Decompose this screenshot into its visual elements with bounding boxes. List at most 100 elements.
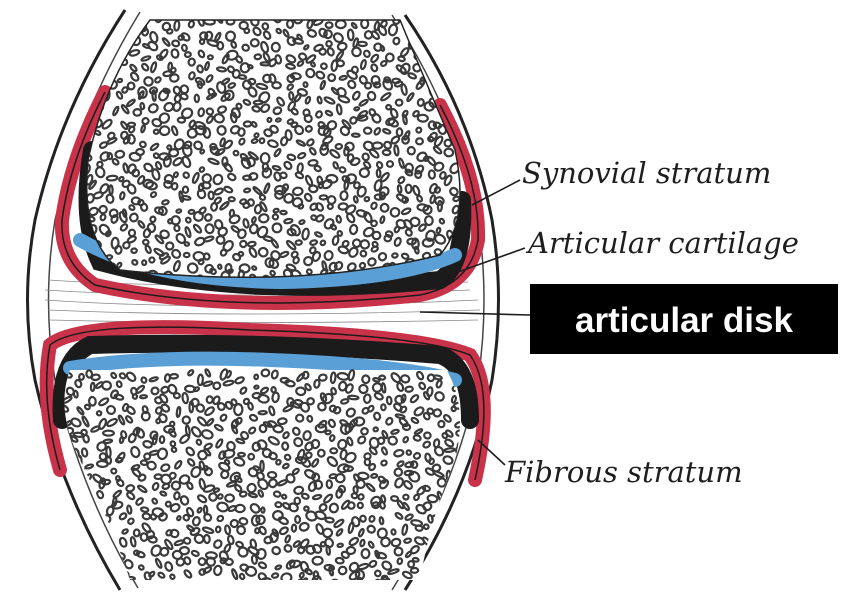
bone-texture-cell xyxy=(69,551,77,561)
bone-texture-cell xyxy=(98,533,106,541)
bone-texture-cell xyxy=(448,537,453,545)
bone-texture-cell xyxy=(63,493,69,503)
bone-texture-cell xyxy=(442,578,453,591)
bone-texture-cell xyxy=(162,586,168,593)
bone-texture-cell xyxy=(69,512,80,523)
bone-texture-cell xyxy=(471,514,481,522)
bone-texture-cell xyxy=(85,15,97,27)
bone-texture-cell xyxy=(467,539,475,549)
bone-texture-cell xyxy=(357,577,363,587)
bone-texture-cell xyxy=(374,579,382,588)
bone-texture-cell xyxy=(83,558,93,567)
bone-texture-cell xyxy=(462,63,467,68)
bone-texture-cell xyxy=(414,582,424,592)
bone-texture-cell xyxy=(69,536,80,545)
bone-texture-cell xyxy=(203,581,212,590)
bone-texture-cell xyxy=(457,92,470,105)
bone-texture-cell xyxy=(472,554,481,564)
bone-texture-cell xyxy=(91,572,100,581)
bone-texture-cell xyxy=(60,519,67,528)
bone-texture-cell xyxy=(72,526,85,537)
bone-texture-cell xyxy=(62,582,74,590)
bone-texture-cell xyxy=(96,577,104,587)
bone-texture-cell xyxy=(73,481,79,486)
bone-texture-cell xyxy=(438,26,448,33)
bone-texture-cell xyxy=(102,539,112,549)
bone-texture-cell xyxy=(447,529,458,541)
bone-texture-cell xyxy=(449,569,459,578)
bone-texture-cell xyxy=(442,62,449,67)
bone-texture-cell xyxy=(64,559,75,569)
bone-texture-cell xyxy=(459,578,470,587)
bone-texture-cell xyxy=(463,489,475,501)
bone-texture-cell xyxy=(437,45,445,51)
label-synovial-stratum: Synovial stratum xyxy=(522,156,771,190)
bone-texture-cell xyxy=(441,545,448,557)
bone-texture-cell xyxy=(193,582,203,590)
bone-texture-cell xyxy=(67,466,71,471)
bone-texture-cell xyxy=(72,579,84,591)
bone-texture-cell xyxy=(430,18,438,24)
bone-texture-cell xyxy=(109,551,118,562)
bone-texture-cell xyxy=(120,581,129,590)
bone-texture-cell xyxy=(435,16,441,22)
bone-texture-cell xyxy=(346,586,353,592)
bone-texture-cell xyxy=(454,559,466,568)
bone-texture-cell xyxy=(420,582,432,594)
bone-texture-cell xyxy=(88,582,97,593)
bone-texture-cell xyxy=(444,70,453,78)
bone-texture-cell xyxy=(93,30,103,40)
bone-texture-cell xyxy=(270,583,277,592)
bone-texture-cell xyxy=(67,574,73,579)
label-articular-cartilage: Articular cartilage xyxy=(525,226,799,260)
bone-texture-cell xyxy=(84,539,92,546)
bone-texture-cell xyxy=(73,569,77,573)
bone-texture-cell xyxy=(83,550,89,557)
bone-texture-cell xyxy=(235,580,248,592)
bone-texture-cell xyxy=(282,586,291,592)
upper-bone xyxy=(80,13,480,295)
bone-texture-cell xyxy=(262,578,271,584)
bone-texture-cell xyxy=(456,523,464,529)
bone-texture-cell xyxy=(452,85,458,91)
bone-texture-cell xyxy=(443,549,454,559)
bone-texture-cell xyxy=(438,561,445,569)
bone-texture-cell xyxy=(150,584,157,592)
bone-texture-cell xyxy=(449,59,460,68)
bone-texture-cell xyxy=(92,561,104,571)
bone-texture-cell xyxy=(433,581,441,590)
bone-texture-cell xyxy=(67,524,71,532)
bone-texture-cell xyxy=(417,17,426,25)
bone-texture-cell xyxy=(461,511,468,520)
bone-texture-cell xyxy=(115,27,125,34)
bone-texture-cell xyxy=(457,540,466,549)
label-fibrous-stratum: Fibrous stratum xyxy=(504,455,743,489)
bone-texture-cell xyxy=(227,584,233,591)
bone-texture-cell xyxy=(125,584,135,595)
bone-texture-cell xyxy=(464,104,470,110)
bone-texture-cell xyxy=(472,572,477,577)
bone-texture-cell xyxy=(469,529,479,538)
bone-texture-cell xyxy=(213,582,224,586)
bone-texture-cell xyxy=(426,30,437,37)
bone-texture-cell xyxy=(469,507,480,515)
bone-texture-cell xyxy=(458,509,463,514)
bone-texture-cell xyxy=(61,544,73,555)
bone-texture-cell xyxy=(76,492,86,500)
bone-texture-cell xyxy=(462,53,472,62)
bone-texture-cell xyxy=(429,561,438,572)
bone-texture-cell xyxy=(462,31,473,41)
bone-texture-cell xyxy=(66,504,71,510)
bone-texture-cell xyxy=(83,62,87,70)
bone-texture-cell xyxy=(471,547,479,555)
leader-disk xyxy=(420,312,530,315)
bone-texture-cell xyxy=(452,53,460,64)
label-articular-disk: articular disk xyxy=(575,301,793,340)
bone-texture-cell xyxy=(452,21,457,28)
bone-texture-cell xyxy=(74,554,86,566)
bone-texture-cell xyxy=(460,574,469,581)
bone-texture-cell xyxy=(246,583,259,596)
bone-texture-cell xyxy=(107,583,115,590)
